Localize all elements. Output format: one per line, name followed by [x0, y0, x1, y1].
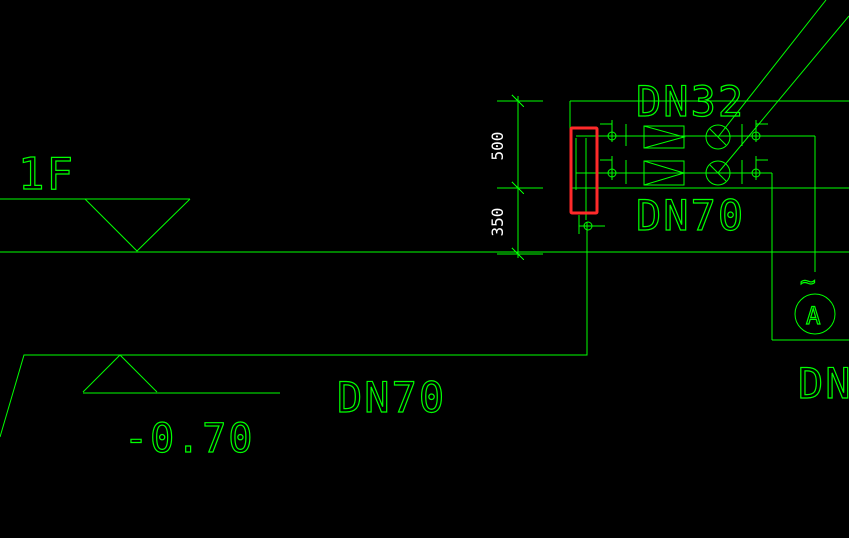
pipe-lower-label: DN70	[636, 191, 745, 240]
leader-line-a	[717, 0, 827, 138]
dim-upper-value: 500	[488, 132, 507, 161]
branch-upper-gate-valve-icon	[705, 124, 731, 150]
floor-label: 1F	[18, 149, 75, 200]
dim-tick-mid	[511, 181, 525, 195]
elevation-label: -0.70	[124, 416, 254, 462]
tilde-symbol: ~	[800, 267, 818, 297]
branch-lower: DN70	[576, 156, 772, 241]
elevation-marker-icon	[82, 354, 158, 393]
branch-lower-gate-valve-icon	[705, 160, 731, 186]
pipe-upper-label: DN32	[636, 77, 745, 126]
meter-label: A	[806, 302, 822, 330]
right-outlet-group: ~ A DN	[771, 136, 849, 409]
main-pipe-label: DN70	[337, 373, 446, 422]
dim-tick-bottom	[511, 247, 525, 261]
leader-line-b	[717, 15, 849, 174]
floor-level-group: 1F	[0, 148, 849, 253]
main-pipe-group: DN70	[0, 222, 588, 438]
riser-group	[575, 138, 605, 234]
dim-tick-top	[511, 94, 525, 108]
floor-level-marker-icon	[84, 198, 191, 252]
riser-joint-icon	[583, 221, 593, 231]
dim-lower-value: 350	[488, 208, 507, 237]
branch-upper-check-valve-icon	[643, 125, 685, 149]
branch-upper-joint-icon	[607, 131, 617, 141]
leader-lines	[717, 0, 849, 174]
selection-highlight-box[interactable]	[569, 126, 599, 215]
branch-lower-valve-arrow	[643, 160, 686, 186]
dimension-group: 500 350	[488, 94, 543, 261]
branch-upper-valve-arrow	[643, 125, 686, 149]
meter-icon	[794, 293, 836, 335]
branch-upper: DN32	[576, 76, 815, 150]
elevation-group: -0.70	[82, 354, 280, 463]
pipe-right-label: DN	[798, 359, 849, 408]
branch-upper-end-joint-icon	[751, 131, 761, 141]
main-pipe-line	[0, 222, 588, 438]
branch-lower-end-joint-icon	[751, 168, 761, 178]
branch-lower-joint-icon	[607, 168, 617, 178]
